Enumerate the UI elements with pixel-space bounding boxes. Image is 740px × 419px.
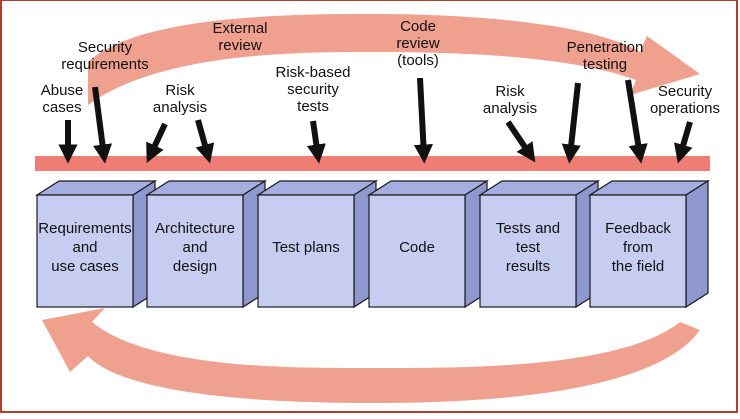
box-front-face <box>368 194 466 308</box>
touchpoint-arrow <box>561 82 581 164</box>
top-cycle-arrow <box>88 14 700 105</box>
box-front-face <box>479 194 577 308</box>
box-front-face <box>589 194 687 308</box>
box-front-face <box>146 194 244 308</box>
lifecycle-bar <box>35 156 710 171</box>
phase-label: Test plans <box>272 239 340 256</box>
phase-box: Code <box>366 179 490 309</box>
touchpoint-arrow <box>306 120 326 164</box>
touchpoint-arrows <box>58 77 693 164</box>
phase-box: Test plans <box>255 179 379 309</box>
touchpoint-arrow <box>92 86 113 164</box>
feedback-cycle <box>42 14 700 403</box>
touchpoint-arrow <box>625 79 648 164</box>
bottom-cycle-arrow <box>42 308 700 403</box>
box-front-face <box>257 194 355 308</box>
touchpoint-arrow <box>505 120 536 163</box>
touchpoint-arrow <box>195 119 215 164</box>
box-side-face <box>685 179 709 309</box>
box-front-face <box>36 194 134 308</box>
phase-label: Code <box>399 239 435 256</box>
touchpoint-arrow <box>146 122 168 163</box>
touchpoint-arrow <box>413 77 433 164</box>
touchpoint-arrow <box>674 121 693 164</box>
